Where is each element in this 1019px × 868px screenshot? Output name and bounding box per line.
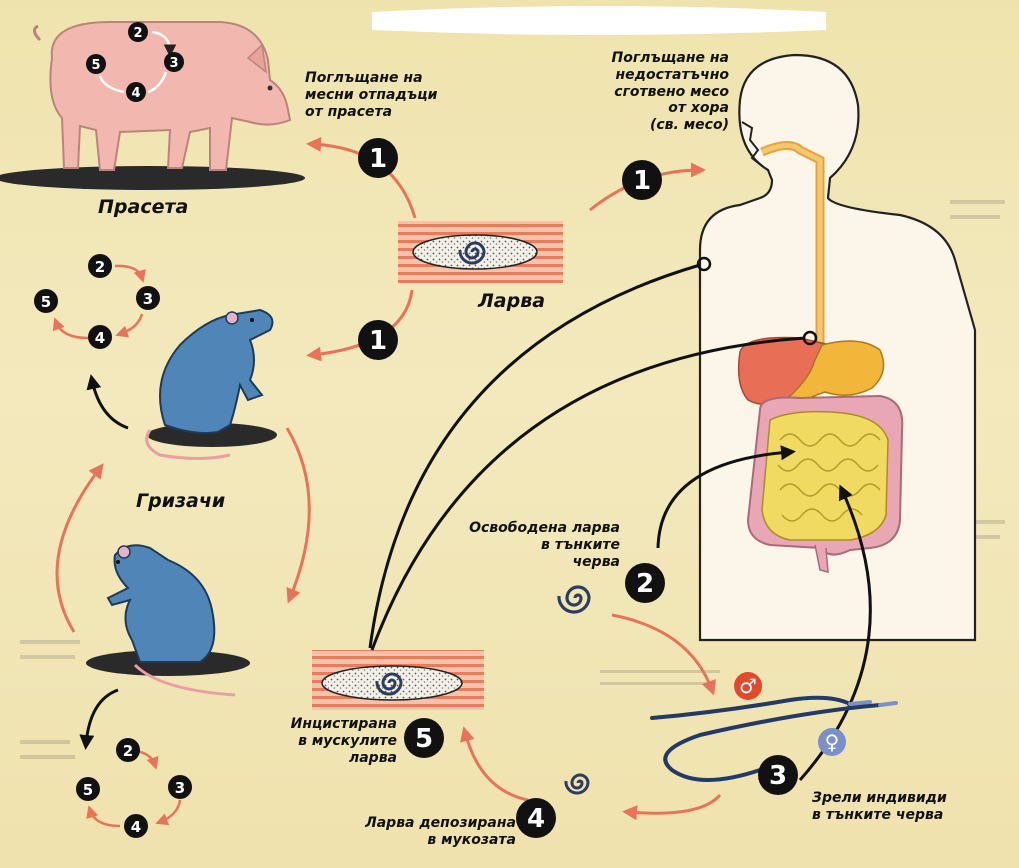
- stage-2-number: 2: [636, 569, 654, 599]
- deposited-larva-coil: [566, 775, 588, 793]
- rodents-caption: Гризачи: [136, 490, 225, 512]
- pig-stage-5-number: 5: [91, 58, 100, 73]
- released-larva-line-3: черва: [455, 554, 620, 571]
- larva-caption: Ларва: [478, 290, 545, 312]
- human-ingestion-line-4: от хора: [574, 100, 729, 117]
- encysted-larva-line-1: Инцистирана: [262, 716, 397, 733]
- deposited-larva-label: Ларва депозирана в мукозата: [352, 815, 516, 849]
- rat-top-illustration: [147, 310, 277, 459]
- muscle-larva-bottom: [312, 650, 484, 710]
- muscle-larva-top: [398, 221, 563, 283]
- stage-1-number-human: 1: [633, 166, 651, 196]
- rat-top-cycle: 2 3 4 5: [34, 254, 160, 349]
- stage-5-number: 5: [415, 724, 433, 754]
- stage-3-number: 3: [769, 761, 787, 791]
- encysted-larva-label: Инцистирана в мускулите ларва: [262, 716, 397, 766]
- human-ingestion-line-2: недостатъчно: [574, 67, 729, 84]
- rat-bottom-stage-4-number: 4: [131, 818, 141, 836]
- human-ingestion-line-1: Поглъщане на: [574, 50, 729, 67]
- released-larva-line-1: Освободена ларва: [455, 520, 620, 537]
- rat-top-stage-5-number: 5: [41, 293, 51, 311]
- released-larva-label: Освободена ларва в тънките черва: [455, 520, 620, 570]
- encysted-larva-line-2: в мускулите: [262, 733, 397, 750]
- stage-4-number: 4: [527, 804, 545, 834]
- human-ingestion-line-5: (св. месо): [574, 117, 729, 134]
- rat-top-stage-2-number: 2: [95, 258, 105, 276]
- rat-bottom-stage-2-number: 2: [123, 742, 133, 760]
- deposited-larva-line-2: в мукозата: [352, 832, 516, 849]
- pig-ingestion-label: Поглъщане на месни отпадъци от прасета: [305, 70, 437, 120]
- pig-ingestion-line-2: месни отпадъци: [305, 87, 437, 104]
- encysted-larva-line-3: ларва: [262, 750, 397, 767]
- top-white-strip: [372, 6, 826, 35]
- released-larva-line-2: в тънките: [455, 537, 620, 554]
- pig-illustration: [0, 22, 305, 190]
- pig-stage-3-number: 3: [169, 56, 178, 71]
- pig-ingestion-line-1: Поглъщане на: [305, 70, 437, 87]
- released-larva-coil: [559, 587, 589, 612]
- human-ingestion-line-3: сготвено месо: [574, 84, 729, 101]
- rat-bottom-stage-5-number: 5: [83, 781, 93, 799]
- pigs-caption: Прасета: [98, 196, 188, 218]
- adults-line-1: Зрели индивиди: [812, 790, 947, 807]
- rat-bottom-stage-3-number: 3: [175, 779, 185, 797]
- deposited-larva-line-1: Ларва депозирана: [352, 815, 516, 832]
- rat-top-stage-4-number: 4: [95, 329, 105, 347]
- pig-stage-4-number: 4: [131, 86, 140, 101]
- pig-stage-2-number: 2: [133, 26, 142, 41]
- human-ingestion-label: Поглъщане на недостатъчно сготвено месо …: [574, 50, 729, 134]
- pig-ingestion-line-3: от прасета: [305, 104, 437, 121]
- stage-1-number-rat: 1: [369, 326, 387, 356]
- stage-1-number-pig: 1: [369, 144, 387, 174]
- male-symbol: ♂: [734, 672, 762, 700]
- adults-line-2: в тънките черва: [812, 807, 947, 824]
- small-intestine-shape: [762, 412, 888, 540]
- rat-top-stage-3-number: 3: [143, 290, 153, 308]
- rat-bottom-illustration: [86, 545, 250, 695]
- human-body-illustration: [700, 55, 975, 640]
- rat-bottom-cycle: 2 3 4 5: [76, 738, 192, 838]
- adults-label: Зрели индивиди в тънките черва: [812, 790, 947, 824]
- female-symbol: ♀: [818, 728, 846, 756]
